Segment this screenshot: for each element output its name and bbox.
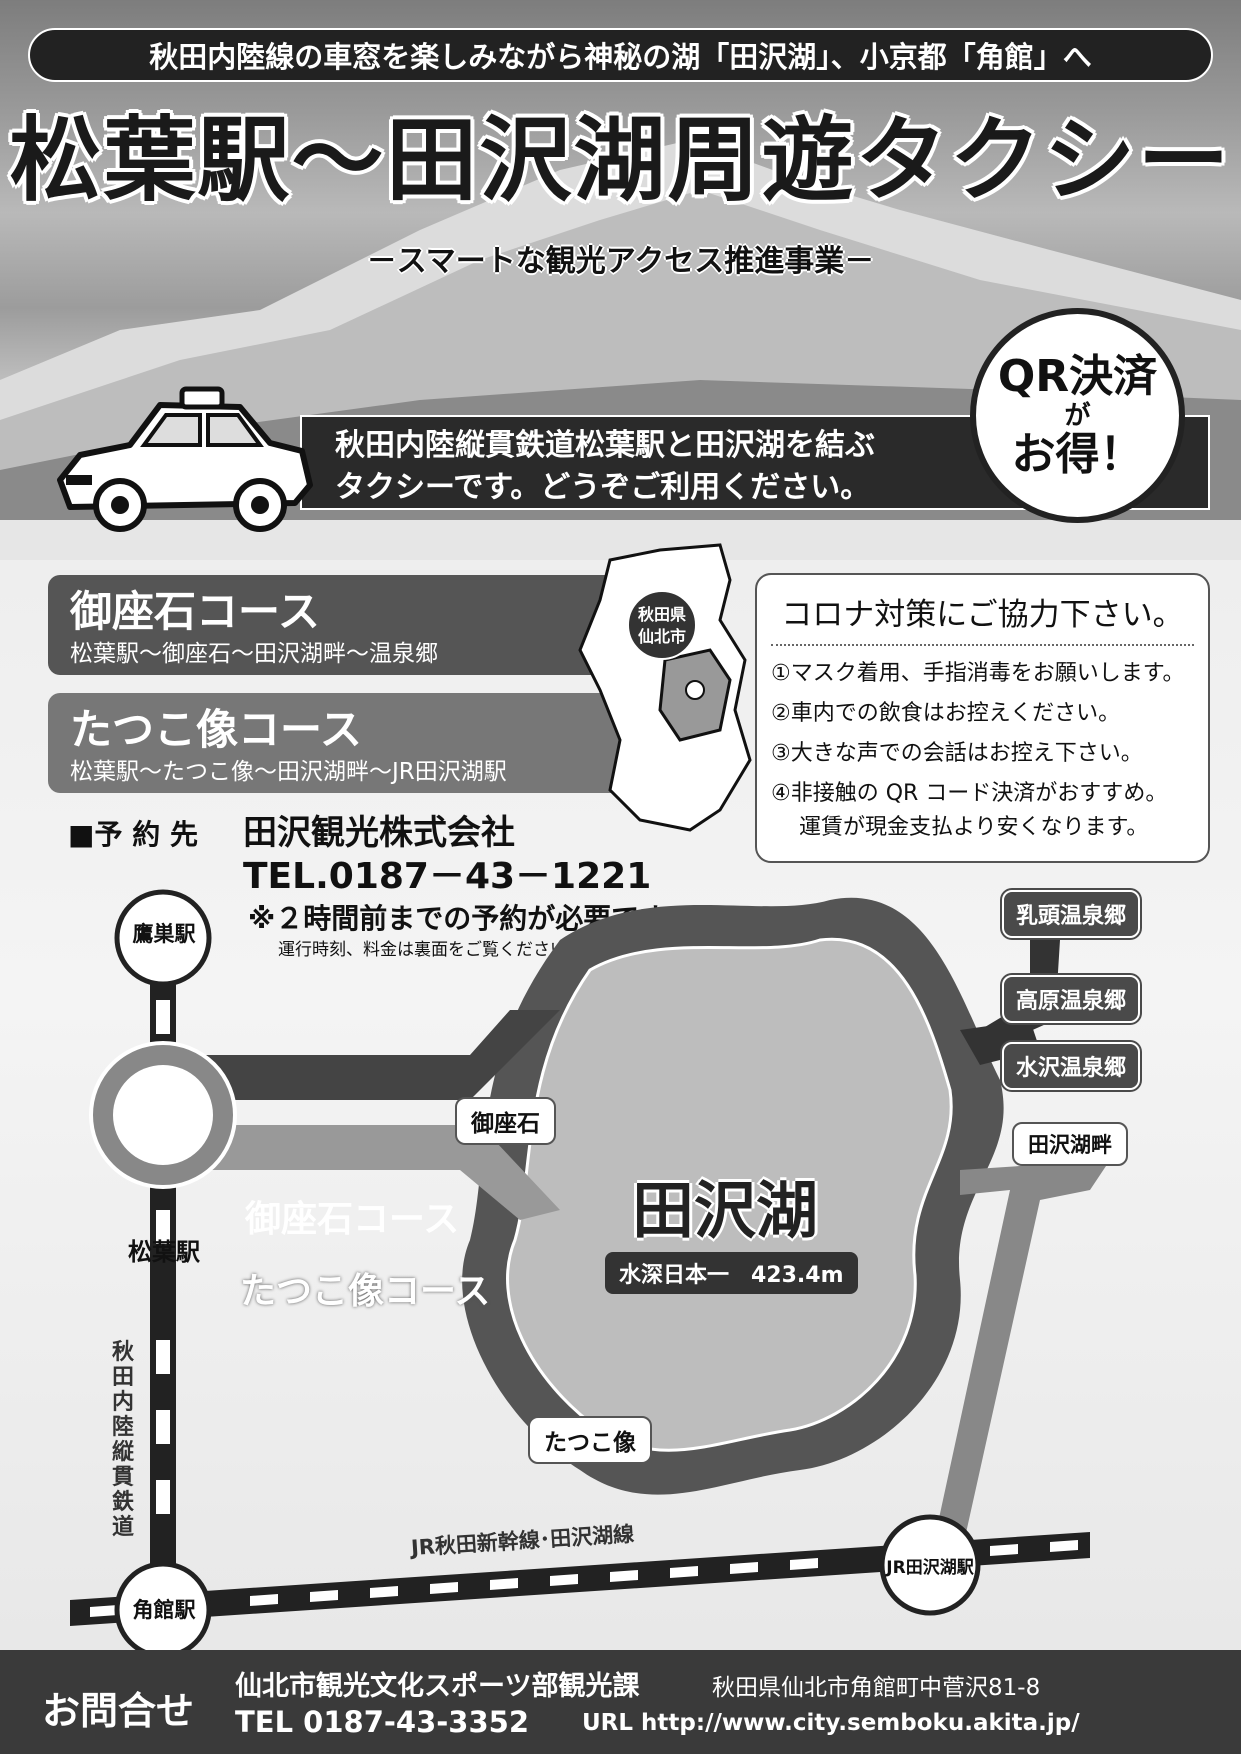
course-route: 松葉駅～たつこ像～田沢湖畔～JR田沢湖駅 bbox=[70, 759, 507, 785]
onsen-mizusawa: 水沢温泉郷 bbox=[1002, 1042, 1141, 1090]
taxi-icon bbox=[40, 385, 320, 549]
reservation-info: ■予 約 先 田沢観光株式会社 TEL.0187－43－1221 ※２時間前まで… bbox=[68, 805, 692, 962]
footer-url-link[interactable]: URL http://www.city.semboku.akita.jp/ bbox=[582, 1710, 1080, 1736]
page-title: 松葉駅～田沢湖周遊タクシー bbox=[9, 107, 1232, 214]
lake-depth-badge: 水深日本一 423.4m bbox=[605, 1252, 858, 1294]
map-label-line-1: 秋田県 bbox=[637, 605, 686, 624]
course-name: 御座石コース bbox=[70, 587, 320, 636]
top-banner: 秋田内陸線の車窓を楽しみながら神秘の湖「田沢湖」、小京都「角館」へ bbox=[28, 28, 1213, 82]
station-matsuba: 松葉駅 bbox=[128, 1238, 200, 1266]
intro-text: 秋田内陸縦貫鉄道松葉駅と田沢湖を結ぶ タクシーです。どうぞご利用ください。 bbox=[335, 425, 875, 509]
intro-line-2: タクシーです。どうぞご利用ください。 bbox=[335, 470, 871, 505]
stop-tatsuko: たつこ像 bbox=[528, 1416, 652, 1464]
course-box-gozanoishi: 御座石コース 松葉駅～御座石～田沢湖畔～温泉郷 bbox=[48, 575, 628, 675]
qr-payment-bubble: QR決済 が お得！ bbox=[970, 308, 1185, 523]
reservation-company: 田沢観光株式会社 bbox=[243, 813, 515, 853]
course-name: たつこ像コース bbox=[70, 705, 362, 754]
corona-title: コロナ対策にご協力下さい。 bbox=[771, 589, 1194, 646]
course-route: 松葉駅～御座石～田沢湖畔～温泉郷 bbox=[70, 641, 438, 667]
corona-item-continuation: 運賃が現金支払より安くなります。 bbox=[799, 815, 1149, 840]
top-banner-text: 秋田内陸線の車窓を楽しみながら神秘の湖「田沢湖」、小京都「角館」へ bbox=[149, 40, 1092, 74]
route-label-tatsuko: たつこ像コース bbox=[240, 1271, 491, 1312]
footer-phone: TEL 0187-43-3352 bbox=[235, 1705, 530, 1739]
route-map bbox=[70, 889, 1110, 1650]
corona-item: ①マスク着用、手指消毒をお願いします。 bbox=[771, 661, 1185, 686]
station-jr-tazawako: JR田沢湖駅 bbox=[886, 1558, 974, 1578]
station-kakunodate: 角館駅 bbox=[132, 1598, 196, 1622]
map-label-line-2: 仙北市 bbox=[637, 627, 686, 646]
reservation-subnote: 運行時刻、料金は裏面をご覧ください。 bbox=[278, 940, 584, 960]
reservation-phone: TEL.0187－43－1221 bbox=[243, 856, 652, 897]
route-label-gozanoishi: 御座石コース bbox=[245, 1199, 460, 1240]
corona-notice: コロナ対策にご協力下さい。 ①マスク着用、手指消毒をお願いします。 ②車内での飲… bbox=[755, 573, 1210, 863]
lake-name: 田沢湖 bbox=[631, 1174, 818, 1247]
corona-item: ③大きな声での会話はお控え下さい。 bbox=[771, 741, 1143, 766]
intro-line-1: 秋田内陸縦貫鉄道松葉駅と田沢湖を結ぶ bbox=[335, 428, 875, 463]
qr-line-3: お得！ bbox=[1011, 428, 1144, 480]
course-box-tatsuko: たつこ像コース 松葉駅～たつこ像～田沢湖畔～JR田沢湖駅 bbox=[48, 693, 628, 793]
onsen-kogen: 高原温泉郷 bbox=[1002, 975, 1141, 1023]
stop-tazawako-kohan: 田沢湖畔 bbox=[1012, 1122, 1128, 1166]
page-subtitle: －スマートな観光アクセス推進事業－ bbox=[366, 244, 875, 279]
qr-line-2: が bbox=[1064, 400, 1091, 431]
footer-org: 仙北市観光文化スポーツ部観光課 bbox=[235, 1671, 640, 1702]
station-takanosu: 鷹巣駅 bbox=[132, 922, 196, 946]
reservation-label: ■予 約 先 bbox=[68, 818, 198, 851]
map-label-badge: 秋田県 仙北市 bbox=[627, 590, 697, 660]
qr-line-1: QR決済 bbox=[997, 350, 1158, 402]
stop-gozanoishi: 御座石 bbox=[455, 1097, 556, 1145]
corona-item: ②車内での飲食はお控えください。 bbox=[771, 701, 1121, 726]
footer-label: お問合せ bbox=[42, 1689, 195, 1733]
akita-prefecture-map bbox=[570, 540, 760, 844]
footer: お問合せ 仙北市観光文化スポーツ部観光課 秋田県仙北市角館町中菅沢81-8 TE… bbox=[0, 1650, 1241, 1754]
footer-address: 秋田県仙北市角館町中菅沢81-8 bbox=[712, 1675, 1041, 1701]
onsen-nyuto: 乳頭温泉郷 bbox=[1002, 890, 1141, 938]
corona-item: ④非接触の QR コード決済がおすすめ。 bbox=[771, 781, 1168, 806]
nairiku-line-label: 秋田内陸縦貫鉄道 bbox=[112, 1340, 135, 1540]
